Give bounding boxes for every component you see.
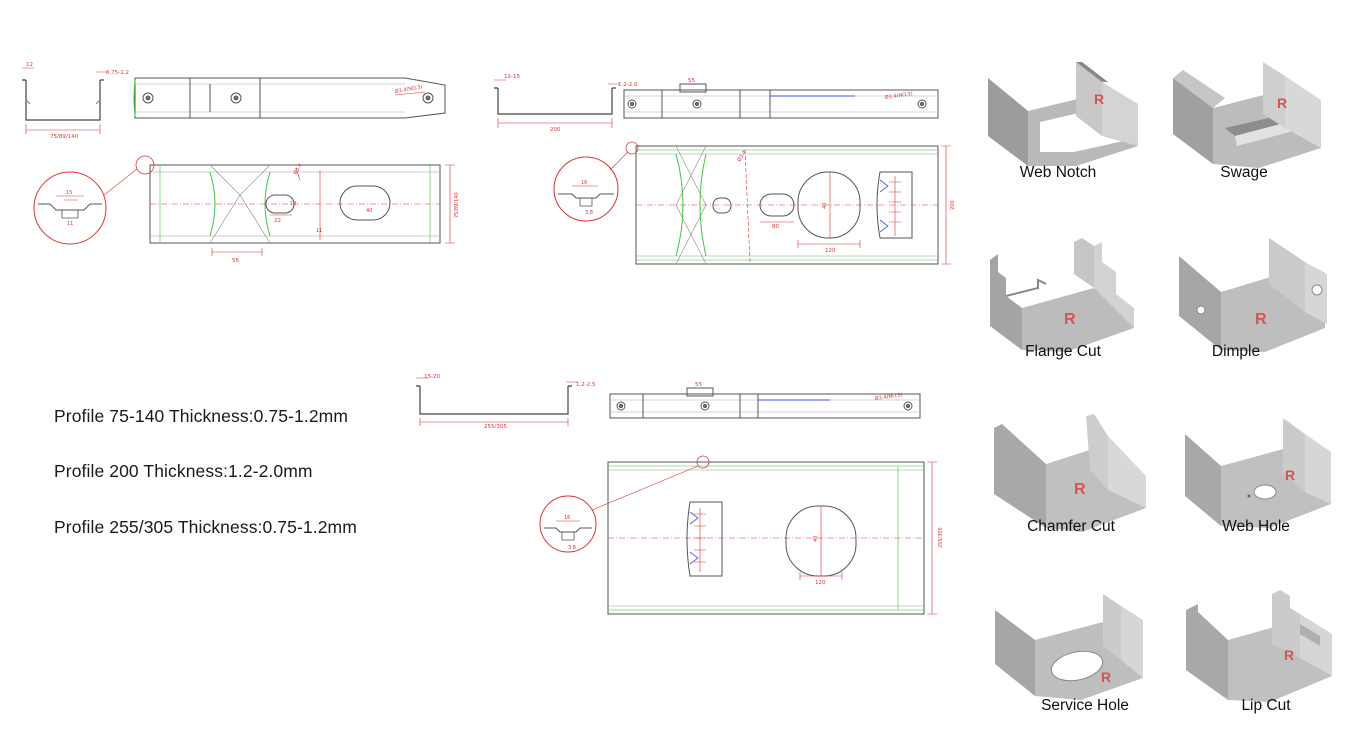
- dim-label: 12: [26, 62, 33, 68]
- dim-label: 120: [825, 248, 836, 254]
- svg-text:R: R: [1285, 467, 1295, 483]
- web-notch-image: R: [988, 62, 1138, 166]
- dim-label: 55: [688, 78, 695, 84]
- profile-75-140-drawing: 12 0.75-1.2 75/89/140 Ø3.4(NO.3): [22, 62, 460, 264]
- svg-text:R: R: [1101, 669, 1111, 685]
- dim-label: Ø3.4(NO.3): [874, 391, 903, 402]
- dim-label: 55: [232, 258, 239, 264]
- svg-text:R: R: [1064, 311, 1076, 328]
- profile-200-plan: [635, 145, 939, 265]
- dim-label: 40: [813, 536, 819, 542]
- dim-label: 12-15: [504, 74, 520, 80]
- profile-75-140-plan: [149, 164, 441, 244]
- dim-label: 40: [366, 208, 372, 214]
- spec-profile-75-140: Profile 75-140 Thickness:0.75-1.2mm: [54, 406, 349, 426]
- dim-label: 3.8: [568, 545, 576, 551]
- dim-label: Ø3.4(NO.3): [884, 90, 913, 101]
- svg-text:R: R: [1094, 91, 1104, 107]
- profile-200-strip: [623, 83, 939, 119]
- lip-cut-label: Lip Cut: [1241, 697, 1291, 714]
- dim-label: 80: [772, 224, 779, 230]
- svg-text:R: R: [1284, 647, 1294, 663]
- profile-75-140-detail: [33, 155, 155, 245]
- dim-label: 120: [815, 580, 826, 586]
- dim-label: 22: [274, 218, 281, 224]
- lip-cut-image: R: [1186, 590, 1332, 702]
- dim-label: 75/89/140: [50, 134, 79, 140]
- dim-label: 1.2-2.0: [618, 82, 638, 88]
- svg-text:R: R: [1255, 311, 1267, 328]
- dimple-image: R: [1179, 238, 1327, 352]
- web-notch-label: Web Notch: [1019, 164, 1097, 181]
- dim-label: 255/305: [484, 424, 507, 430]
- technical-drawings: 12 0.75-1.2 75/89/140 Ø3.4(NO.3): [22, 62, 956, 615]
- flange-cut-image: R: [990, 238, 1134, 352]
- dim-label: 15: [66, 190, 72, 196]
- flange-cut-label: Flange Cut: [1025, 343, 1101, 360]
- profile-75-140-strip: [133, 77, 446, 119]
- dim-label: Ø3.4: [292, 162, 304, 176]
- dim-label: 16: [581, 180, 587, 186]
- dim-label: 0.75-1.2: [106, 70, 129, 76]
- profile-200-drawing: 12-15 1.2-2.0 200 55 Ø3.4(NO.3): [494, 74, 956, 265]
- dim-label: 18: [290, 201, 296, 207]
- service-hole-image: R: [995, 594, 1143, 700]
- profile-255-305-strip: [609, 387, 921, 419]
- dim-label: 11: [67, 221, 73, 227]
- dim-label: 1.2-2.5: [576, 382, 596, 388]
- chamfer-cut-label: Chamfer Cut: [1027, 518, 1115, 535]
- svg-text:R: R: [1277, 95, 1287, 111]
- service-hole-label: Service Hole: [1041, 697, 1129, 714]
- dim-label: 11: [316, 228, 322, 234]
- chamfer-cut-image: R: [994, 414, 1146, 532]
- profile-200-detail: [553, 141, 639, 222]
- dim-label: 40: [822, 203, 828, 209]
- dim-label: 255/305: [938, 527, 944, 548]
- profile-255-305-drawing: 15-20 1.2-2.5 255/305 55 Ø3.4(NO.3): [416, 374, 944, 615]
- spec-profile-255-305: Profile 255/305 Thickness:0.75-1.2mm: [54, 517, 357, 537]
- dim-label: 15-20: [424, 374, 440, 380]
- profile-255-305-plan: [607, 461, 925, 615]
- dim-label: 200: [950, 200, 956, 210]
- svg-text:R: R: [1074, 481, 1086, 498]
- profile-255-305-section: [416, 385, 572, 415]
- dimple-label: Dimple: [1211, 343, 1261, 360]
- profile-75-140-section: [22, 79, 104, 121]
- swage-label: Swage: [1220, 164, 1268, 181]
- dim-label: Ø3.4: [736, 149, 748, 163]
- dim-label: 16: [564, 515, 570, 521]
- dim-label: 200: [550, 127, 561, 133]
- profile-255-305-detail: [539, 455, 710, 553]
- swage-image: R: [1173, 62, 1321, 168]
- spec-profile-200: Profile 200 Thickness:1.2-2.0mm: [54, 461, 313, 481]
- dim-label: 55: [695, 382, 702, 388]
- web-hole-image: R: [1185, 418, 1331, 528]
- dim-label: Ø3.4(NO.3): [394, 83, 423, 95]
- profile-200-section: [494, 87, 616, 115]
- dim-label: 3.8: [585, 210, 593, 216]
- dim-label: 75/89/140: [454, 192, 460, 218]
- web-hole-label: Web Hole: [1222, 518, 1290, 535]
